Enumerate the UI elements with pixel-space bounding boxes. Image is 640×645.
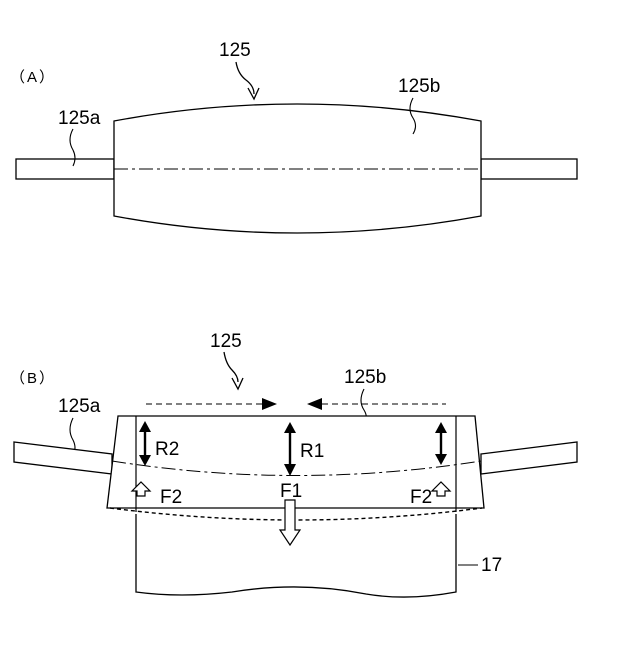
sheet-label: 17 <box>481 555 502 576</box>
shaft-right-a <box>481 159 577 179</box>
stretch-arrow-left-head <box>262 398 277 410</box>
body-label-b: 125b <box>344 367 386 388</box>
sheet-17 <box>136 514 456 597</box>
shaft-label-b: 125a <box>58 396 101 417</box>
roller-pointer-b <box>224 352 238 382</box>
r1-label: R1 <box>300 441 324 462</box>
stretch-arrow-right-head <box>307 398 322 410</box>
f2-right-label: F2 <box>410 487 432 508</box>
r2-label: R2 <box>155 439 179 460</box>
shaft-left-b <box>14 442 112 474</box>
shaft-label-a: 125a <box>58 108 101 129</box>
figure-a: （A） 125 125a 125b <box>10 40 577 233</box>
panel-a-label: （A） <box>10 69 56 86</box>
roller-label-b: 125 <box>210 331 242 352</box>
f1-label: F1 <box>280 481 302 502</box>
shaft-left-a <box>16 159 114 179</box>
body-label-a: 125b <box>398 76 440 97</box>
f2-left-label: F2 <box>160 487 182 508</box>
roller-pointer-a <box>236 62 254 94</box>
roller-label-a: 125 <box>219 40 251 61</box>
figure-b: （B） 125 125b 125a R2 <box>10 331 577 597</box>
shaft-right-b <box>481 442 577 474</box>
panel-b-label: （B） <box>10 370 56 387</box>
